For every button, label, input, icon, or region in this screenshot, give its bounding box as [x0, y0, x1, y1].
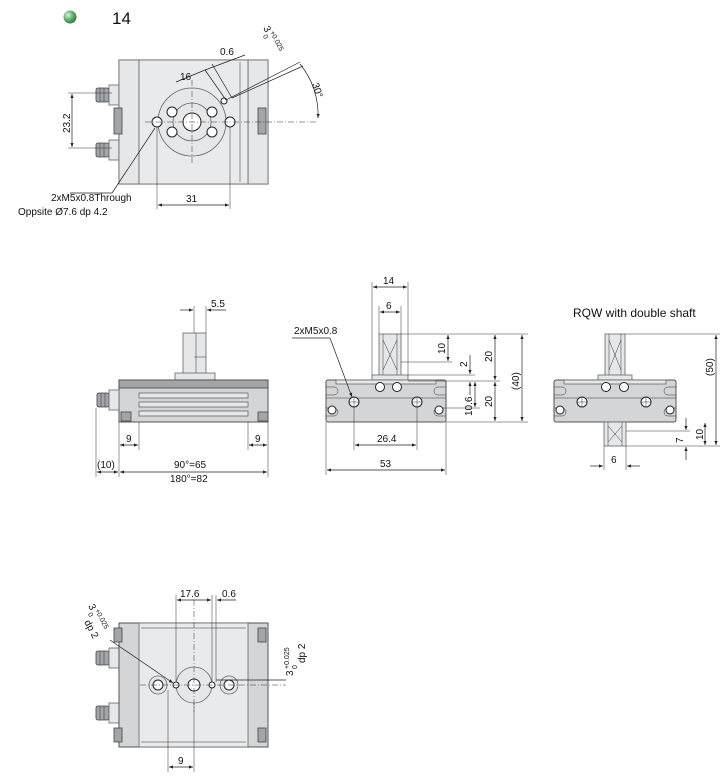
bullet-icon	[63, 10, 77, 24]
double-shaft-body	[553, 379, 677, 423]
dim-3-tol-b-sub: 0	[292, 665, 299, 669]
callout-counterbore: Oppsite Ø7.6 dp 4.2	[18, 207, 108, 218]
front-body	[325, 379, 447, 423]
callout-through-hole: 2xM5x0.8Through	[51, 193, 132, 204]
dim-14: 14	[383, 276, 395, 287]
dim-3-tol-a: 3	[85, 602, 98, 612]
dim-dp2-a: dp 2	[81, 618, 100, 641]
dim-3-tol-sup: +0.025	[268, 30, 284, 52]
dim-6-lower: 6	[611, 455, 617, 466]
dim-30-deg: 30°	[309, 82, 324, 100]
dim-10-lower: 10	[695, 428, 706, 440]
dim-10-6: 10.6	[464, 396, 475, 416]
fitting-top	[95, 84, 120, 106]
dim-3-tol: 3	[260, 24, 273, 34]
dim-3-tol-b: 3	[285, 670, 296, 676]
side-view: 5.5 9 9 (10) 90°=65 180°=82	[95, 299, 269, 485]
dim-90-deg: 90°=65	[174, 460, 207, 471]
bottom-view: 17.6 0.6 3 +0.025 0 dp 2 3 +0.025 0 dp 2…	[81, 589, 308, 772]
side-shaft	[182, 332, 207, 379]
callout-front-holes: 2xM5x0.8	[294, 326, 338, 337]
dim-180-deg: 180°=82	[170, 474, 208, 485]
dim-9-bottom: 9	[178, 756, 184, 767]
double-shaft-top	[604, 333, 626, 379]
front-shaft	[378, 333, 402, 379]
double-shaft-view: RQW with double shaft (50) 10 7	[553, 306, 720, 470]
dim-10-paren: (10)	[97, 460, 115, 471]
header: 14	[63, 9, 131, 28]
dim-3-tol-b-sup: +0.025	[284, 647, 291, 669]
fitting-lower-top	[95, 647, 120, 669]
dim-31: 31	[186, 194, 198, 205]
fitting-bottom	[95, 139, 120, 161]
dim-2: 2	[459, 361, 470, 367]
figure-number: 14	[112, 9, 131, 28]
dim-10: 10	[437, 342, 448, 354]
double-shaft-title: RQW with double shaft	[573, 306, 696, 320]
dim-23-2: 23.2	[62, 113, 73, 133]
dim-0-6: 0.6	[220, 47, 234, 58]
dim-dp2-b: dp 2	[297, 643, 308, 663]
dim-20-bottom: 20	[484, 395, 495, 407]
dim-3-tol-sub: 0	[261, 34, 269, 41]
front-view: 2xM5x0.8 14 6 10 2 20 20 (40) 10.6 26.4	[292, 276, 528, 475]
dim-53: 53	[380, 459, 392, 470]
dim-20-top: 20	[484, 350, 495, 362]
dim-17-6: 17.6	[180, 589, 200, 600]
dim-5-5: 5.5	[211, 299, 225, 310]
dim-9-left: 9	[126, 434, 132, 445]
dim-26-4: 26.4	[377, 434, 397, 445]
dim-40-paren: (40)	[511, 372, 522, 390]
top-view: 16 0.6 3 +0.025 0 30° 23.2 31 2xM5x0.8Th…	[18, 24, 324, 218]
dim-7: 7	[675, 437, 686, 443]
dim-0-6-bottom: 0.6	[222, 589, 236, 600]
dim-6: 6	[386, 301, 392, 312]
dim-9-right: 9	[255, 434, 261, 445]
dim-50-paren: (50)	[705, 358, 716, 376]
fitting-lower-bottom	[95, 702, 120, 724]
dim-3-tol-a-sub: 0	[86, 612, 94, 619]
dim-16: 16	[180, 72, 192, 83]
